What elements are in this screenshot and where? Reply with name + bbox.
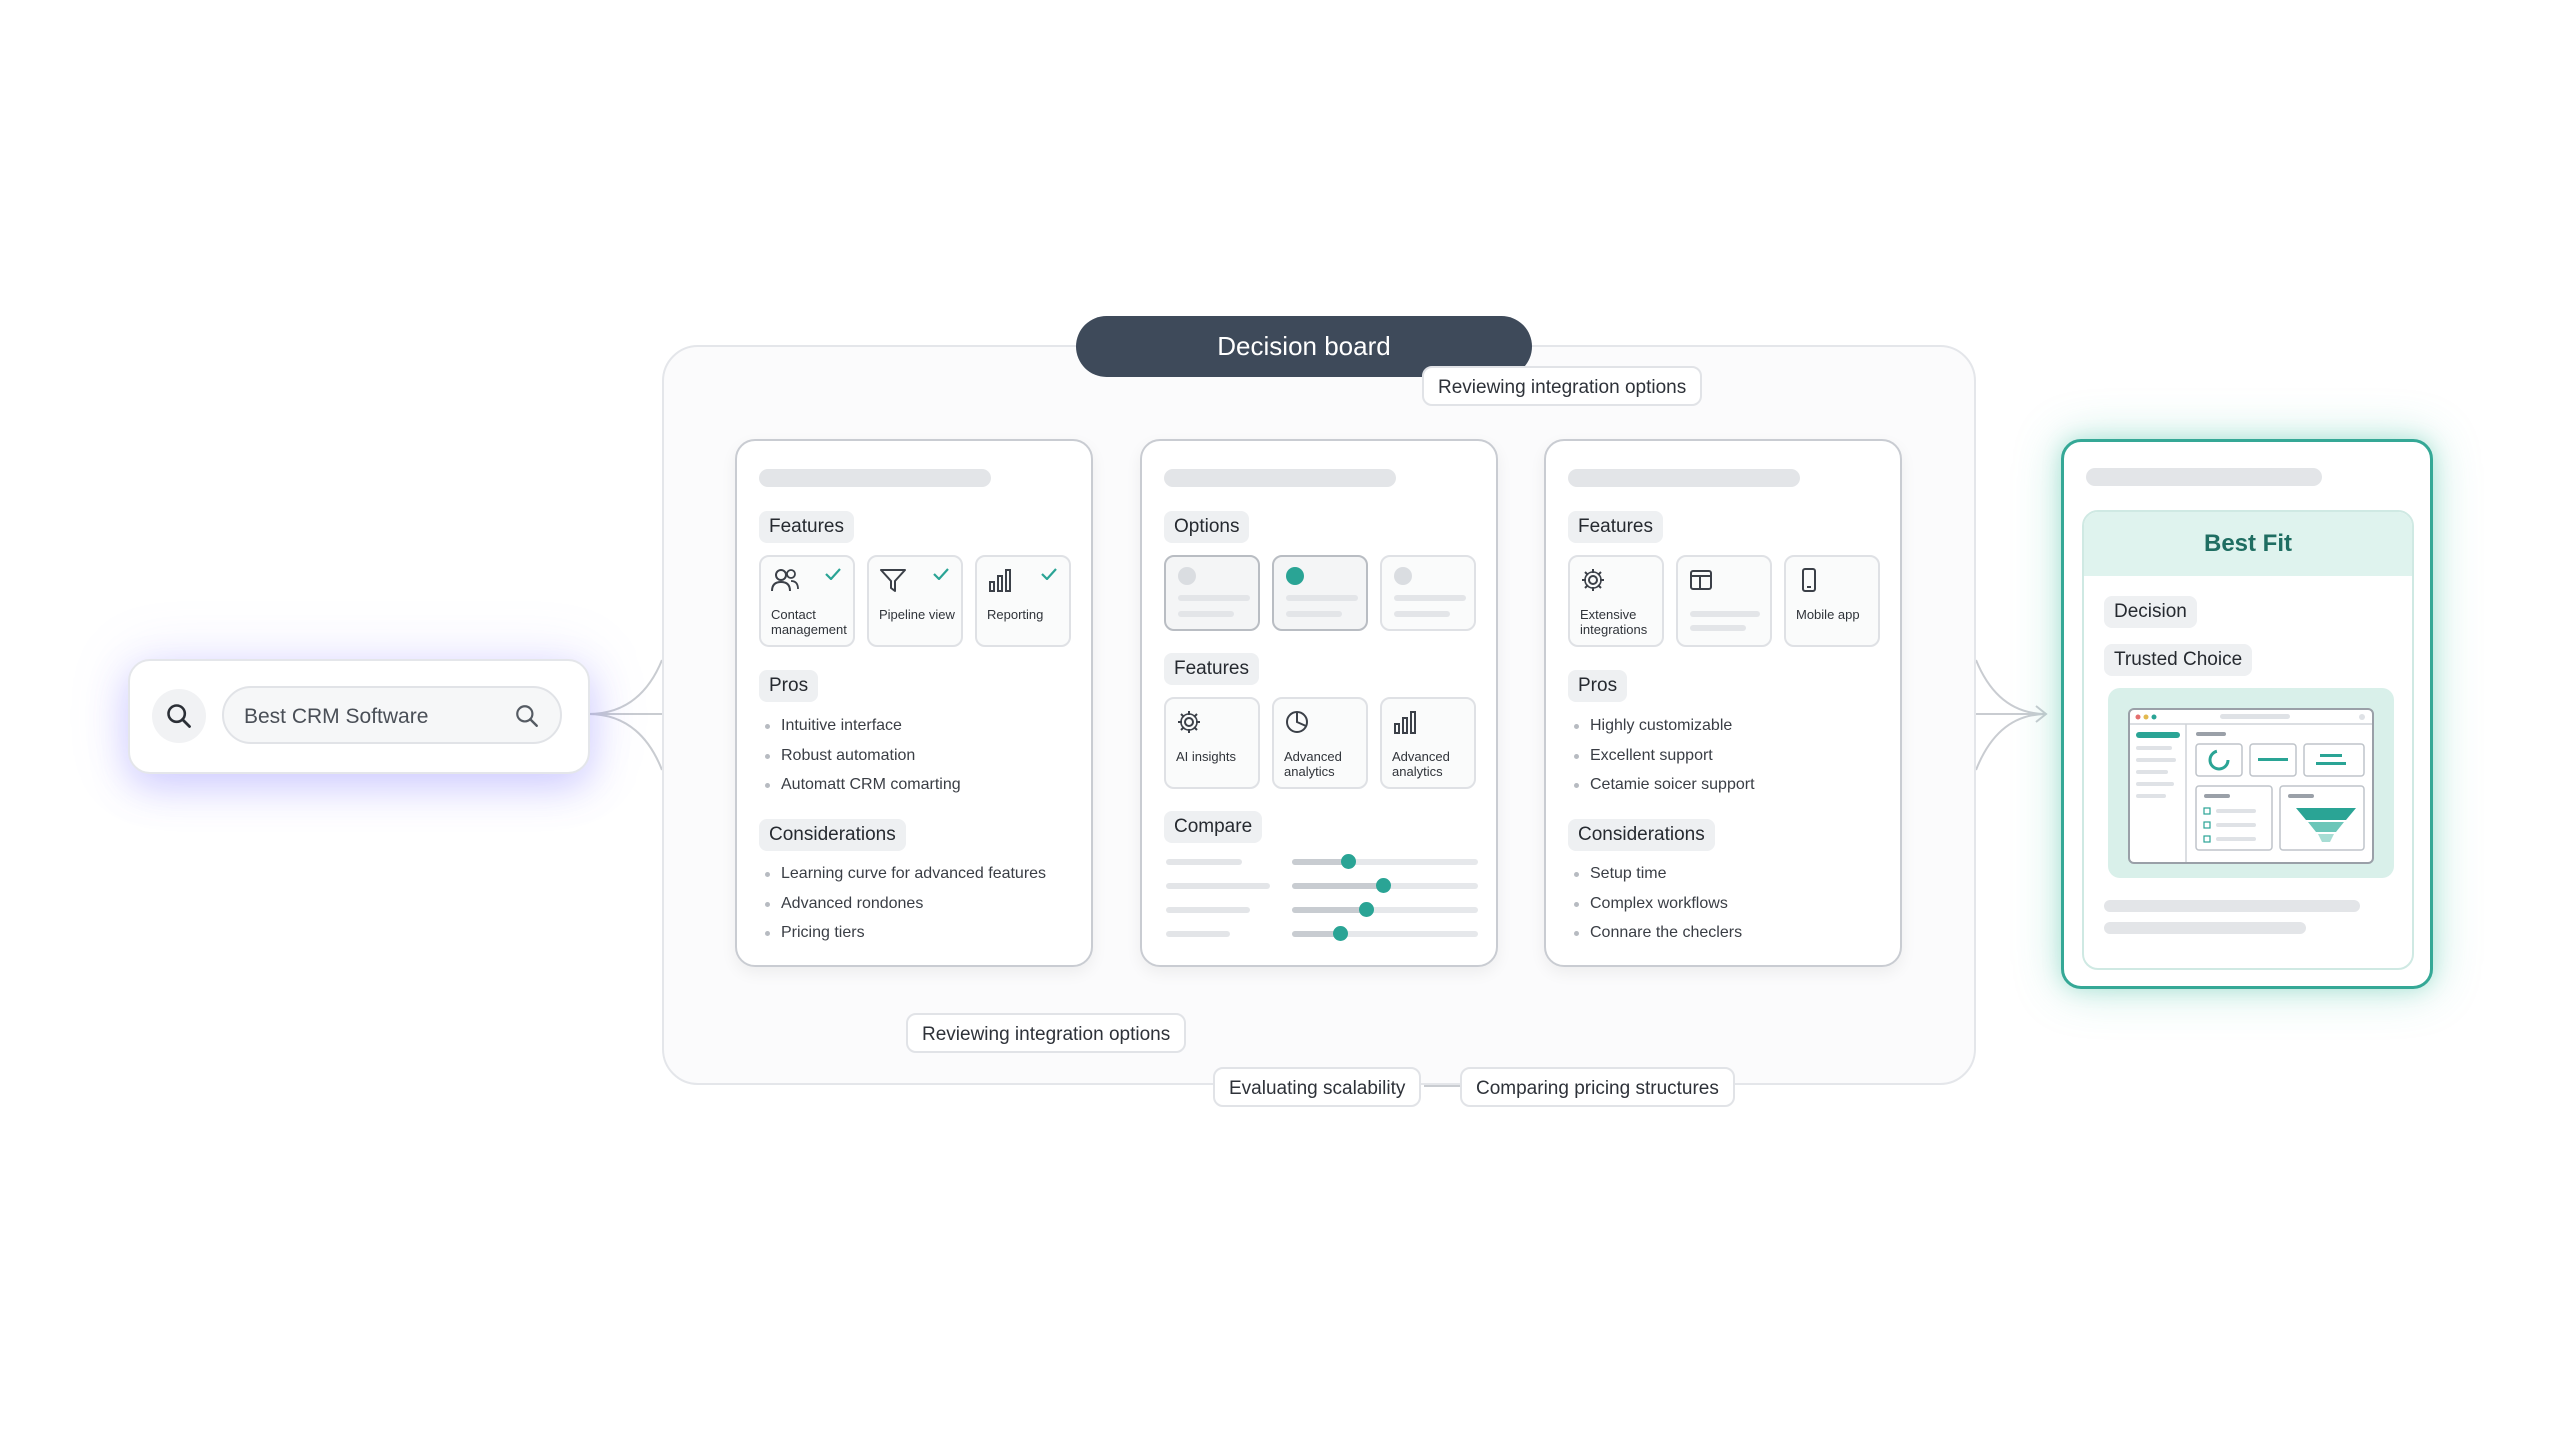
- compare-label: Compare: [1164, 811, 1263, 843]
- list-item: Robust automation: [761, 741, 961, 771]
- pros-list: Highly customizable Excellent support Ce…: [1570, 711, 1755, 800]
- feature-tile-advanced-analytics-2[interactable]: Advanced analytics: [1380, 697, 1476, 789]
- compare-slider[interactable]: [1166, 878, 1478, 893]
- list-item: Highly customizable: [1570, 711, 1755, 741]
- features-label: Features: [1164, 653, 1259, 685]
- list-item: Advanced rondones: [761, 889, 1046, 919]
- list-item: Automatt CRM comarting: [761, 770, 961, 800]
- options-label: Options: [1164, 511, 1250, 543]
- feature-tile-reporting[interactable]: Reporting: [975, 555, 1071, 647]
- list-item: Connare the checlers: [1570, 918, 1742, 948]
- slider-knob[interactable]: [1359, 902, 1375, 917]
- search-query: Best CRM Software: [244, 705, 429, 728]
- gear-icon: [1580, 567, 1606, 598]
- pros-label: Pros: [1568, 670, 1628, 702]
- tag-bottom-right: Comparing pricing structures: [1460, 1067, 1735, 1107]
- placeholder-bar: [1568, 469, 1800, 487]
- pros-label: Pros: [759, 670, 819, 702]
- search-card: Best CRM Software: [128, 659, 590, 774]
- mobile-icon: [1796, 567, 1822, 598]
- window-icon: [1688, 567, 1714, 598]
- feature-tile-ai-insights[interactable]: AI insights: [1164, 697, 1260, 789]
- gear-icon: [1176, 709, 1202, 740]
- placeholder-bar: [2086, 468, 2322, 486]
- placeholder-bar: [2104, 922, 2306, 934]
- panel-crm-option-2[interactable]: Options Features AI insights Advanced an…: [1140, 439, 1498, 967]
- tile-label: Mobile app: [1796, 607, 1860, 622]
- considerations-list: Learning curve for advanced features Adv…: [761, 859, 1046, 948]
- pros-list: Intuitive interface Robust automation Au…: [761, 711, 961, 800]
- compare-slider[interactable]: [1166, 902, 1478, 917]
- slider-knob[interactable]: [1333, 926, 1349, 941]
- tag-bottom-mid: Evaluating scalability: [1213, 1067, 1422, 1107]
- search-icon[interactable]: [514, 703, 540, 734]
- features-label: Features: [1568, 511, 1663, 543]
- list-item: Pricing tiers: [761, 918, 1046, 948]
- option-card-1[interactable]: [1164, 555, 1260, 631]
- check-icon: [933, 567, 949, 585]
- placeholder-bar: [759, 469, 991, 487]
- considerations-label: Considerations: [759, 819, 906, 851]
- list-item: Setup time: [1570, 859, 1742, 889]
- list-item: Excellent support: [1570, 741, 1755, 771]
- tile-label: Pipeline view: [879, 607, 955, 622]
- trusted-choice-chip: Trusted Choice: [2104, 644, 2253, 676]
- tile-label: AI insights: [1176, 749, 1236, 764]
- dashboard-preview: [2108, 688, 2394, 878]
- bar-chart-icon: [1392, 709, 1420, 740]
- decision-chip: Decision: [2104, 596, 2197, 628]
- check-icon: [825, 567, 841, 585]
- compare-slider[interactable]: [1166, 854, 1478, 869]
- funnel-icon: [879, 567, 907, 598]
- panel-crm-option-1[interactable]: Features Contact management Pipeline vie…: [735, 439, 1093, 967]
- features-label: Features: [759, 511, 854, 543]
- tile-label: Contact management: [771, 607, 847, 637]
- search-input[interactable]: Best CRM Software: [222, 686, 562, 744]
- check-icon: [1041, 567, 1057, 585]
- feature-tile-advanced-analytics[interactable]: Advanced analytics: [1272, 697, 1368, 789]
- users-icon: [771, 567, 799, 598]
- feature-tile-mobile-app[interactable]: Mobile app: [1784, 555, 1880, 647]
- feature-tile-integrations[interactable]: Extensive integrations: [1568, 555, 1664, 647]
- list-item: Complex workflows: [1570, 889, 1742, 919]
- feature-tile-window[interactable]: [1676, 555, 1772, 647]
- feature-tile-contact[interactable]: Contact management: [759, 555, 855, 647]
- panel-crm-option-3[interactable]: Features Extensive integrations Mobile a…: [1544, 439, 1902, 967]
- board-title: Decision board: [1076, 316, 1532, 377]
- considerations-list: Setup time Complex workflows Connare the…: [1570, 859, 1742, 948]
- tile-label: Advanced analytics: [1284, 749, 1342, 779]
- considerations-label: Considerations: [1568, 819, 1715, 851]
- slider-knob[interactable]: [1376, 878, 1392, 893]
- tag-top: Reviewing integration options: [1422, 366, 1703, 406]
- list-item: Cetamie soicer support: [1570, 770, 1755, 800]
- pie-chart-icon: [1284, 709, 1310, 740]
- list-item: Learning curve for advanced features: [761, 859, 1046, 889]
- tag-bottom-left: Reviewing integration options: [906, 1013, 1187, 1053]
- placeholder-bar: [2104, 900, 2360, 912]
- tile-label: Extensive integrations: [1580, 607, 1648, 637]
- search-icon[interactable]: [152, 689, 206, 743]
- compare-slider[interactable]: [1166, 926, 1478, 941]
- tile-label: Reporting: [987, 607, 1044, 622]
- best-fit-inner: Best Fit Decision Trusted Choice: [2082, 510, 2414, 970]
- dashboard-thumbnail: [2128, 708, 2374, 864]
- best-fit-title: Best Fit: [2084, 512, 2412, 576]
- slider-knob[interactable]: [1340, 854, 1356, 869]
- list-item: Intuitive interface: [761, 711, 961, 741]
- tile-label: Advanced analytics: [1392, 749, 1450, 779]
- bar-chart-icon: [987, 567, 1015, 598]
- best-fit-card[interactable]: Best Fit Decision Trusted Choice: [2061, 439, 2433, 989]
- option-card-3[interactable]: [1380, 555, 1476, 631]
- placeholder-bar: [1164, 469, 1396, 487]
- feature-tile-pipeline[interactable]: Pipeline view: [867, 555, 963, 647]
- option-card-2-selected[interactable]: [1272, 555, 1368, 631]
